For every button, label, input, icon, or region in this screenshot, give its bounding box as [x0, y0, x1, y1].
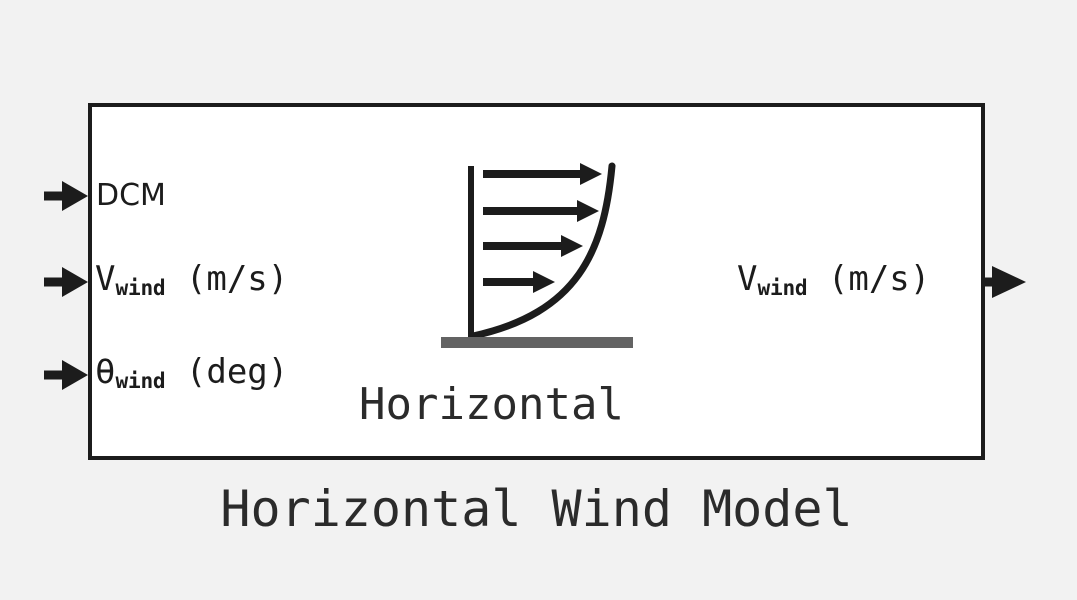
- wind-icon-arrow-1: [483, 163, 602, 185]
- input-port-arrow-dcm[interactable]: [44, 176, 90, 216]
- output-label-v-wind-symbol: V: [737, 259, 758, 299]
- wind-icon-arrow-2: [483, 200, 599, 222]
- output-port-arrow-v-wind[interactable]: [984, 262, 1030, 302]
- output-label-v-wind-units: (m/s): [827, 259, 931, 299]
- input-port-arrow-v-wind[interactable]: [44, 262, 90, 302]
- input-label-dcm: DCM: [96, 181, 166, 211]
- wind-icon-arrow-3: [483, 235, 583, 257]
- input-label-theta-wind-units: (deg): [185, 352, 289, 392]
- input-label-theta-wind-symbol: θ: [95, 352, 116, 392]
- block-icon-caption: Horizontal: [359, 379, 624, 430]
- input-label-v-wind: Vwind (m/s): [95, 259, 289, 299]
- input-label-theta-wind: θwind (deg): [95, 352, 289, 392]
- output-label-v-wind: Vwind (m/s): [737, 259, 931, 299]
- wind-icon-ground-bar: [441, 337, 633, 348]
- input-label-v-wind-subscript: wind: [115, 274, 166, 300]
- block-caption: Horizontal Wind Model: [220, 480, 853, 538]
- input-label-v-wind-symbol: V: [95, 259, 116, 299]
- wind-shear-profile-icon: [441, 162, 633, 348]
- input-label-dcm-text: DCM: [96, 178, 166, 213]
- output-label-v-wind-subscript: wind: [757, 274, 808, 300]
- input-port-arrow-theta-wind[interactable]: [44, 355, 90, 395]
- input-label-theta-wind-subscript: wind: [115, 367, 166, 393]
- wind-icon-arrow-4: [483, 271, 555, 293]
- wind-icon-profile-curve: [469, 162, 616, 340]
- input-label-v-wind-units: (m/s): [185, 259, 289, 299]
